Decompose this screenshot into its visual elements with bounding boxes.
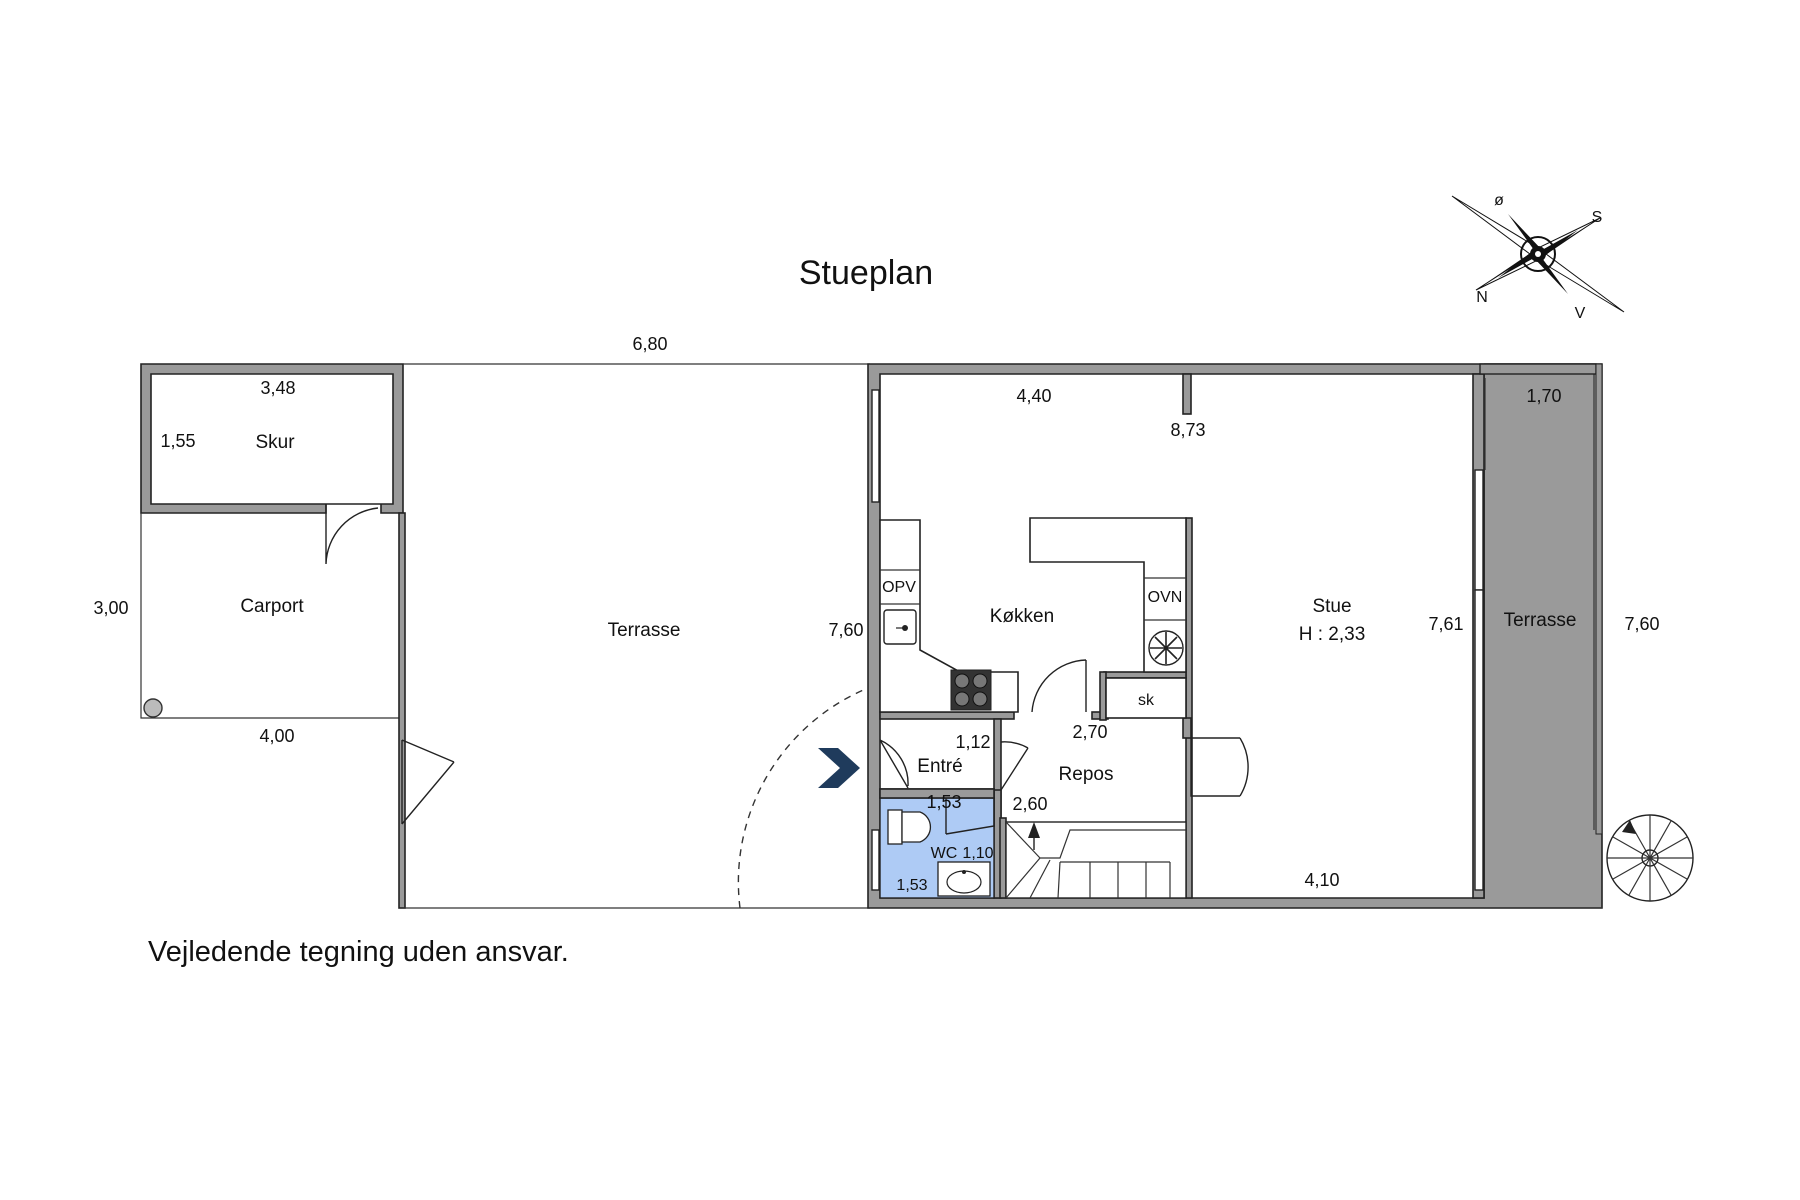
dim-house-depth-left: 7,60 — [828, 620, 863, 640]
stue-door — [1190, 737, 1249, 797]
carport-outline — [140, 513, 403, 719]
compass-label-s: S — [1592, 209, 1603, 226]
dim-wc-depth: 1,10 — [962, 845, 993, 862]
dim-right-terrace-depth: 7,60 — [1624, 614, 1659, 634]
entrance-arrow-icon — [818, 748, 860, 788]
dim-stue-depth: 7,61 — [1428, 614, 1463, 634]
right-terrace-top-wall — [1479, 363, 1597, 375]
extractor-fan-icon — [1148, 630, 1184, 666]
compass-label-n: N — [1476, 289, 1488, 306]
kitchen-sink-icon — [883, 609, 917, 645]
kitchen-door — [1031, 659, 1087, 713]
spiral-stair-arrow-icon — [1622, 820, 1636, 834]
wc-door-swing — [945, 798, 995, 835]
label-sk: sk — [1138, 692, 1155, 709]
room-label-repos: Repos — [1059, 764, 1114, 785]
room-label-terrasse-right: Terrasse — [1504, 610, 1577, 631]
kitchen-counters — [879, 517, 1187, 713]
stue-window-lower — [1474, 589, 1484, 891]
dim-kitchen-width: 4,40 — [1016, 386, 1051, 406]
skur-walls — [140, 363, 404, 514]
wc-top-wall — [879, 788, 995, 799]
dim-wc-width: 1,53 — [896, 877, 927, 894]
dim-stue-bottom: 4,10 — [1304, 870, 1339, 890]
dim-entre-width: 1,53 — [926, 792, 961, 812]
right-terrace-side-wall — [1595, 363, 1603, 835]
carport-terrace-wall — [398, 512, 406, 909]
room-label-stue-height: H : 2,33 — [1299, 624, 1366, 645]
spiral-stair — [1606, 814, 1694, 902]
dim-carport-width: 4,00 — [259, 726, 294, 746]
compass-icon: ø S N V — [1451, 192, 1625, 322]
carport-post-icon — [143, 698, 163, 718]
dim-carport-depth: 3,00 — [93, 598, 128, 618]
plan-title: Stueplan — [799, 254, 933, 292]
room-label-kokken: Køkken — [990, 606, 1054, 627]
room-label-entre: Entré — [917, 756, 962, 777]
disclaimer-note: Vejledende tegning uden ansvar. — [148, 936, 569, 968]
room-label-skur: Skur — [255, 432, 295, 453]
entre-door — [1000, 741, 1029, 791]
left-terrace-outline — [403, 363, 870, 909]
room-label-terrasse-left: Terrasse — [608, 620, 681, 641]
entrance-swing-path — [737, 687, 869, 909]
stove-hob-icon — [950, 669, 992, 711]
stue-window-upper — [1474, 469, 1484, 591]
dim-skur-depth: 1,55 — [160, 431, 195, 451]
dim-house-width: 8,73 — [1170, 420, 1205, 440]
room-label-wc: WC — [931, 845, 958, 862]
dim-skur-width: 3,48 — [260, 378, 295, 398]
sk-cupboard — [1105, 677, 1187, 719]
dim-repos-width: 2,70 — [1072, 722, 1107, 742]
dim-top-total: 6,80 — [632, 334, 667, 354]
skur-door — [325, 504, 379, 565]
stairs-up-arrow-icon — [1028, 822, 1040, 838]
washbasin-icon — [937, 861, 991, 897]
label-opv: OPV — [882, 579, 916, 596]
toilet-icon — [887, 809, 932, 845]
wc-window — [871, 829, 880, 891]
staircase — [1005, 821, 1187, 899]
kitchen-window — [871, 389, 880, 503]
room-label-stue: Stue — [1312, 596, 1351, 617]
dim-stairs-width: 2,60 — [1012, 794, 1047, 814]
compass-label-v: V — [1575, 305, 1586, 322]
room-label-carport: Carport — [240, 596, 304, 617]
dim-entre-depth: 1,12 — [955, 732, 990, 752]
compass-label-o: ø — [1494, 192, 1504, 209]
label-ovn: OVN — [1148, 589, 1183, 606]
front-door — [879, 739, 909, 789]
dim-right-terrace-width: 1,70 — [1526, 386, 1561, 406]
terrace-gate-door — [401, 739, 455, 825]
